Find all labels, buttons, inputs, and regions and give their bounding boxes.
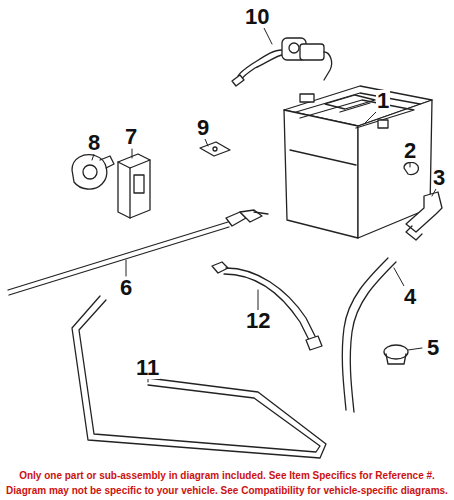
battery-sensor-cable	[232, 38, 332, 86]
vent-hose	[342, 258, 396, 412]
callout-number: 3	[432, 167, 446, 189]
callout-number: 12	[245, 310, 271, 332]
disclaimer-note: Only one part or sub-assembly in diagram…	[2, 468, 452, 498]
callout-number: 6	[119, 277, 133, 299]
callout-number: 7	[124, 126, 138, 148]
ground-cable	[212, 262, 322, 350]
callout-number: 1	[376, 90, 390, 112]
vent-elbow	[406, 192, 442, 240]
callout-number: 4	[403, 286, 417, 308]
clip	[404, 162, 418, 174]
callout-number: 5	[426, 337, 440, 359]
leader-lines	[92, 28, 436, 382]
callout-number: 10	[244, 6, 270, 28]
battery-cable	[8, 210, 268, 295]
drain-tube	[72, 296, 326, 458]
callout-number: 2	[403, 140, 417, 162]
grommet	[384, 345, 408, 364]
callout-number: 9	[196, 117, 210, 139]
bracket	[118, 154, 150, 218]
plate	[200, 142, 230, 156]
battery	[284, 86, 432, 238]
callout-number: 8	[87, 132, 101, 154]
sensor	[72, 155, 114, 189]
callout-number: 11	[135, 357, 160, 379]
